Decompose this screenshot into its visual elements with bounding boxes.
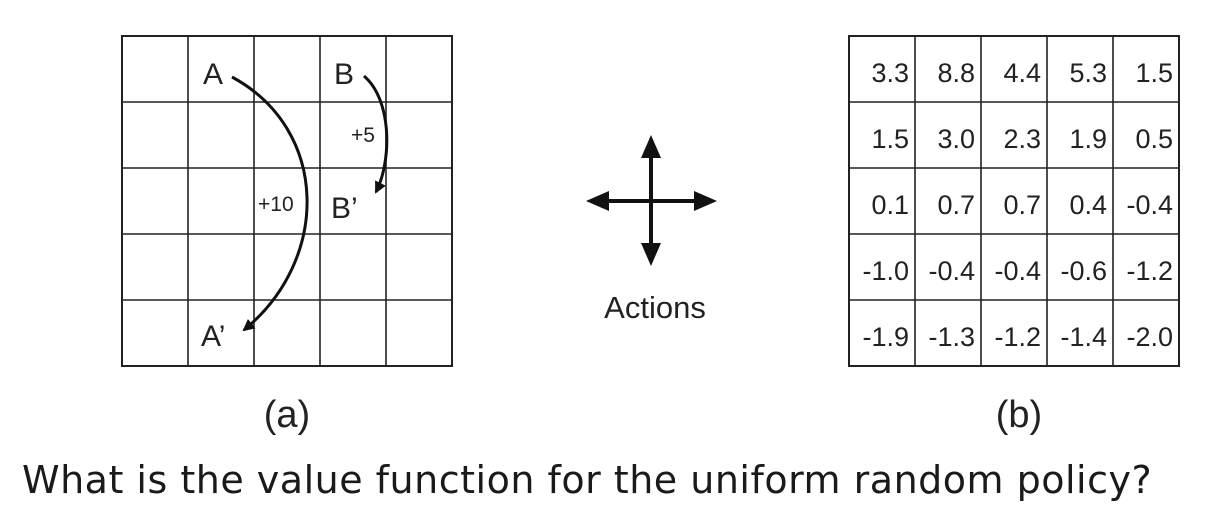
value-cell: 3.3 <box>871 58 909 88</box>
value-cell: -0.6 <box>1060 256 1107 286</box>
value-cell: 4.4 <box>1003 58 1041 88</box>
value-cell: -2.0 <box>1126 322 1173 352</box>
value-cell: 0.5 <box>1135 124 1173 154</box>
value-grid-lines <box>849 36 1179 366</box>
state-b-prime-label: B’ <box>331 192 358 225</box>
value-cell: 3.0 <box>937 124 975 154</box>
value-cell: -1.2 <box>994 322 1041 352</box>
value-cell: 0.7 <box>937 190 975 220</box>
value-cell: -1.3 <box>928 322 975 352</box>
state-a-prime-label: A’ <box>201 320 225 353</box>
value-cell: -1.2 <box>1126 256 1173 286</box>
b-to-b-prime-arrow <box>362 74 389 194</box>
state-a-label: A <box>203 58 223 91</box>
gridworld-panel: A B B’ A’ +10 +5 (a) <box>121 35 453 436</box>
value-cell: 0.4 <box>1069 190 1107 220</box>
value-cell: 5.3 <box>1069 58 1107 88</box>
value-cell: 2.3 <box>1003 124 1041 154</box>
value-cells: 3.3 8.8 4.4 5.3 1.5 1.5 3.0 2.3 1.9 0.5 0.1 0.7 0.7 0… <box>862 58 1173 352</box>
value-cell: -0.4 <box>1126 190 1173 220</box>
a-to-a-prime-arrow <box>231 75 309 332</box>
panel-a-caption: (a) <box>264 394 310 436</box>
reward-b-label: +5 <box>351 124 375 147</box>
value-cell: -0.4 <box>994 256 1041 286</box>
value-cell: -1.9 <box>862 322 909 352</box>
value-function-panel: 3.3 8.8 4.4 5.3 1.5 1.5 3.0 2.3 1.9 0.5 0.1 0.7 0.7 0… <box>848 35 1180 436</box>
value-cell: 0.1 <box>871 190 909 220</box>
value-cell: -0.4 <box>928 256 975 286</box>
gridworld-grid-lines <box>122 36 452 366</box>
value-cell: 1.5 <box>1135 58 1173 88</box>
value-cell: 1.9 <box>1069 124 1107 154</box>
panel-b-caption: (b) <box>996 394 1042 436</box>
question-text: What is the value function for the unifo… <box>22 458 1153 502</box>
actions-icon <box>586 135 717 266</box>
value-grid-border <box>848 35 1180 367</box>
reward-a-label: +10 <box>258 193 294 216</box>
value-cell: -1.4 <box>1060 322 1107 352</box>
value-cell: 0.7 <box>1003 190 1041 220</box>
state-b-label: B <box>334 58 354 91</box>
value-cell: 1.5 <box>871 124 909 154</box>
value-cell: 8.8 <box>937 58 975 88</box>
actions-label: Actions <box>604 290 706 325</box>
gridworld-border <box>121 35 453 367</box>
value-cell: -1.0 <box>862 256 909 286</box>
